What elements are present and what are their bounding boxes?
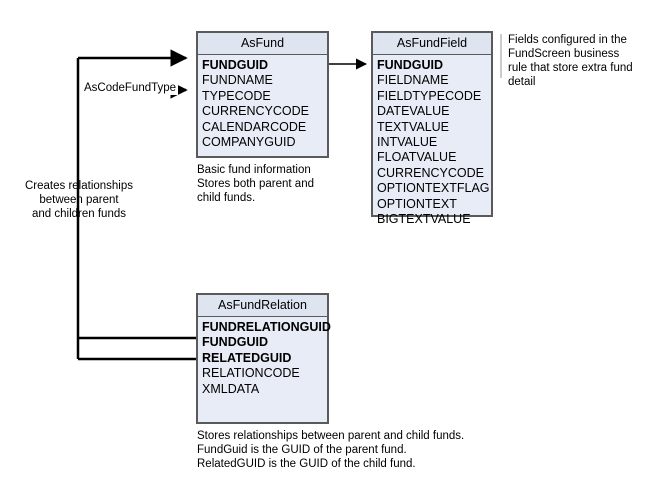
entity-asfundrelation-title: AsFundRelation [198,295,327,317]
field-asfundfield-datevalue: DATEVALUE [377,104,450,119]
entity-asfund[interactable]: AsFund FUNDGUID FUNDNAME TYPECODE CURREN… [196,31,329,158]
note-asfund-line-1: Basic fund information [197,164,311,176]
note-asfundfield-line-3: rule that store extra fund [508,62,633,74]
note-relationship-line-1: Creates relationships [24,180,134,192]
entity-asfundrelation[interactable]: AsFundRelation FUNDRELATIONGUID FUNDGUID… [196,293,331,424]
entity-asfundfield-title: AsFundField [373,33,491,55]
note-asfundfield-line-1: Fields configured in the [508,34,627,46]
field-asfund-typecode: TYPECODE [202,88,271,103]
field-asfundfield-fieldtypecode: FIELDTYPECODE [377,88,482,103]
field-asfundfield-optiontextflag: OPTIONTEXTFLAG [377,181,490,196]
note-asfundrelation-line-2: FundGuid is the GUID of the parent fund. [197,444,407,456]
field-asfundrelation-fundguid: FUNDGUID [202,335,268,350]
field-asfund-calendarcode: CALENDARCODE [202,119,307,134]
entity-asfundfield-fields: FUNDGUID FIELDNAME FIELDTYPECODE DATEVAL… [373,55,491,231]
note-asfundfield-line-4: detail [508,76,536,88]
field-asfundfield-fundguid: FUNDGUID [377,58,443,72]
field-asfundrelation-xmldata: XMLDATA [202,381,260,396]
note-asfundfield-line-2: FundScreen business [508,48,620,60]
field-asfundfield-bigtextvalue: BIGTEXTVALUE [377,212,471,227]
note-asfundrelation-line-1: Stores relationships between parent and … [197,430,465,442]
field-asfund-currencycode: CURRENCYCODE [202,104,309,119]
note-asfund-line-3: child funds. [197,192,256,204]
note-relationship: Creates relationships between parent and… [14,179,144,221]
note-relationship-line-2: between parent [39,194,119,206]
entity-asfund-fields: FUNDGUID FUNDNAME TYPECODE CURRENCYCODE … [198,55,327,154]
field-asfundfield-optiontext: OPTIONTEXT [377,196,457,211]
field-asfund-fundguid: FUNDGUID [202,58,268,72]
note-relationship-line-3: and children funds [32,208,126,220]
field-asfundrelation-relatedguid: RELATEDGUID [202,350,292,365]
field-asfundfield-fieldname: FIELDNAME [377,73,449,88]
note-asfundrelation: Stores relationships between parent and … [197,429,464,471]
field-asfundfield-currencycode: CURRENCYCODE [377,165,484,180]
field-asfund-companyguid: COMPANYGUID [202,135,296,150]
note-asfundrelation-line-3: RelatedGUID is the GUID of the child fun… [197,458,416,470]
note-asfund-line-2: Stores both parent and [197,178,314,190]
field-asfundrelation-fundrelationguid: FUNDRELATIONGUID [202,320,331,334]
field-asfundfield-textvalue: TEXTVALUE [377,119,450,134]
edge-label-ascodefundtype: AsCodeFundType [82,81,179,95]
entity-asfundrelation-fields: FUNDRELATIONGUID FUNDGUID RELATEDGUID RE… [198,317,331,401]
field-asfundfield-intvalue: INTVALUE [377,135,438,150]
note-asfundfield: Fields configured in the FundScreen busi… [508,33,658,89]
field-asfundrelation-relationcode: RELATIONCODE [202,366,300,381]
entity-asfundfield[interactable]: AsFundField FUNDGUID FIELDNAME FIELDTYPE… [371,31,493,226]
field-asfundfield-floatvalue: FLOATVALUE [377,150,457,165]
field-asfund-fundname: FUNDNAME [202,73,273,88]
entity-asfund-title: AsFund [198,33,327,55]
note-asfund: Basic fund information Stores both paren… [197,163,314,205]
